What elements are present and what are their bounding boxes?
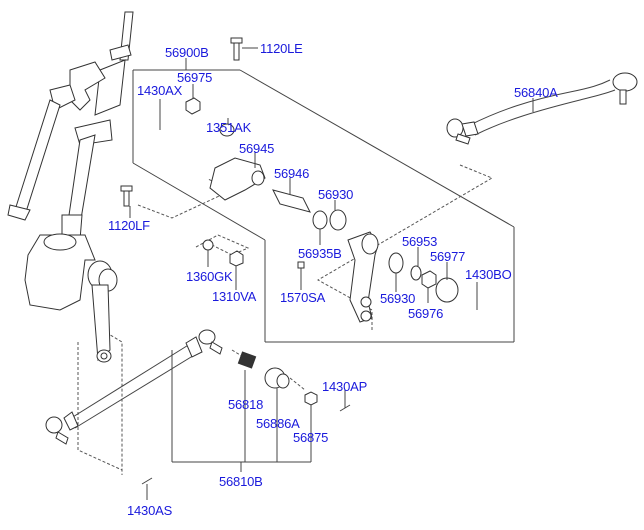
part-label-56975[interactable]: 56975 [177,70,213,85]
part-label-56818[interactable]: 56818 [228,397,264,412]
part-label-56930-lower[interactable]: 56930 [380,291,416,306]
part-label-56875[interactable]: 56875 [293,430,329,445]
part-label-1430AS[interactable]: 1430AS [127,503,173,518]
steering-gearbox [24,233,118,311]
part-label-56810B[interactable]: 56810B [219,474,263,489]
part-label-1310VA[interactable]: 1310VA [212,289,257,304]
idler-parts [159,84,478,323]
part-label-56900B[interactable]: 56900B [165,45,209,60]
part-label-56946[interactable]: 56946 [274,166,310,181]
tie-rod-56840A [446,72,638,145]
part-label-56935B[interactable]: 56935B [298,246,342,261]
part-label-56840A[interactable]: 56840A [514,85,558,100]
part-label-1430AP[interactable]: 1430AP [322,379,368,394]
part-label-56953[interactable]: 56953 [402,234,438,249]
part-label-1360GK[interactable]: 1360GK [186,269,233,284]
part-label-56886A[interactable]: 56886A [256,416,300,431]
part-label-1351AK[interactable]: 1351AK [206,120,252,135]
bolts [120,37,351,500]
group-frame-56900B [132,58,515,343]
group-frame-56810B [171,350,312,472]
part-label-56977[interactable]: 56977 [430,249,466,264]
part-label-56945[interactable]: 56945 [239,141,275,156]
part-label-1430AX[interactable]: 1430AX [137,83,183,98]
part-label-1120LF[interactable]: 1120LF [108,218,150,233]
part-label-1120LE[interactable]: 1120LE [260,41,303,56]
part-label-56976[interactable]: 56976 [408,306,444,321]
part-label-1430BO[interactable]: 1430BO [465,267,512,282]
steering-column [7,11,134,241]
part-label-56930-upper[interactable]: 56930 [318,187,354,202]
part-label-1570SA[interactable]: 1570SA [280,290,326,305]
drag-link-56810B [45,329,223,445]
pitman-arm-left [91,284,112,363]
